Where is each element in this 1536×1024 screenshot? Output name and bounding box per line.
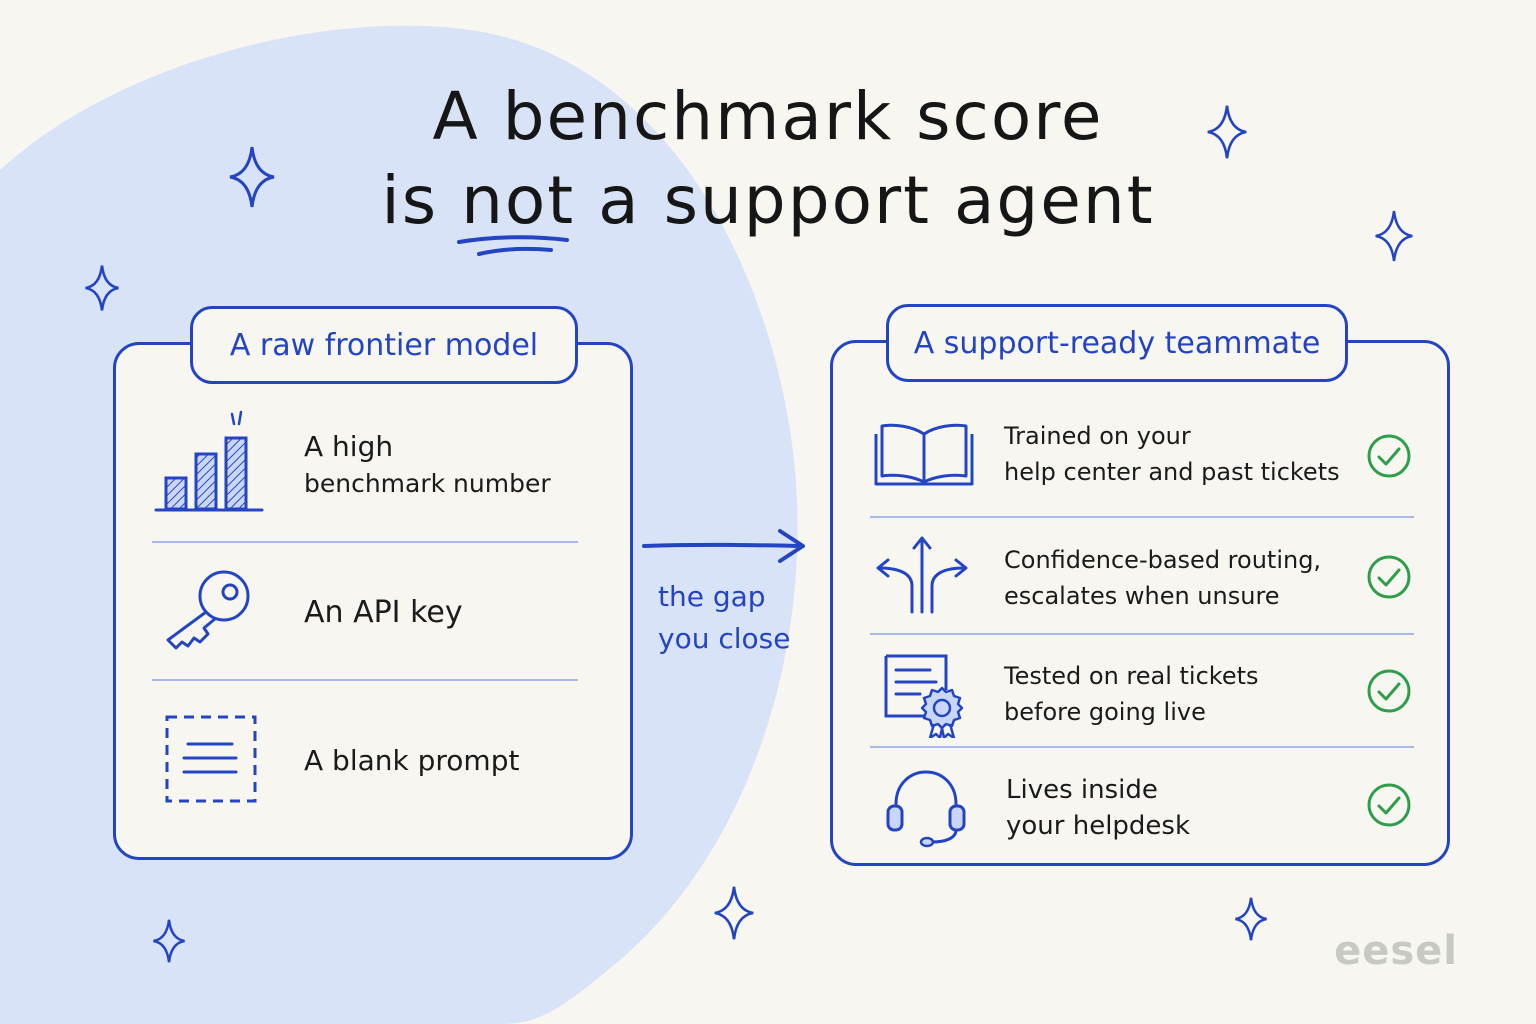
right-divider — [870, 633, 1414, 635]
right-item-1-line-2: help center and past tickets — [1004, 458, 1340, 486]
right-item-2-line-2: escalates when unsure — [1004, 582, 1280, 610]
bar-chart-icon — [154, 410, 264, 512]
left-item-2-text: An API key — [304, 595, 463, 630]
sparkle-icon — [1235, 897, 1267, 941]
check-circle-icon — [1367, 783, 1411, 827]
page-title-line-2: is not a support agent — [0, 162, 1536, 256]
certificate-icon — [884, 654, 964, 738]
sparkle-icon — [1207, 105, 1247, 159]
headset-icon — [886, 770, 966, 848]
left-item-1-line-1: A high — [304, 430, 394, 463]
right-item-3-line-2: before going live — [1004, 698, 1206, 726]
left-divider — [152, 679, 578, 681]
key-icon — [166, 570, 250, 650]
check-circle-icon — [1367, 434, 1411, 478]
sparkle-icon — [714, 886, 754, 940]
right-item-1-line-1: Trained on your — [1004, 422, 1191, 450]
right-item-4-line-2: your helpdesk — [1006, 811, 1191, 841]
right-item-routing: Confidence-based routing, escalates when… — [1004, 542, 1321, 614]
emphasis-underline — [457, 235, 570, 256]
right-item-trained: Trained on your help center and past tic… — [1004, 418, 1340, 490]
right-item-3-line-1: Tested on real tickets — [1004, 662, 1259, 690]
raw-model-panel-header: A raw frontier model — [190, 306, 578, 384]
brand-logo: eesel — [1334, 928, 1458, 974]
page-title-line-1: A benchmark score — [432, 78, 1104, 155]
right-divider — [870, 746, 1414, 748]
right-item-4-line-1: Lives inside — [1006, 775, 1158, 805]
left-item-3-text: A blank prompt — [304, 744, 520, 777]
right-item-helpdesk: Lives inside your helpdesk — [1006, 772, 1190, 844]
left-divider — [152, 541, 578, 543]
blank-prompt-icon — [165, 715, 257, 803]
gap-label: the gap you close — [658, 576, 790, 660]
routing-arrows-icon — [876, 536, 968, 614]
left-item-blank-prompt: A blank prompt — [304, 742, 519, 779]
title-emphasis-text: not — [461, 162, 576, 239]
left-item-1-line-2: benchmark number — [304, 469, 551, 498]
left-item-api-key: An API key — [304, 594, 463, 631]
check-circle-icon — [1367, 555, 1411, 599]
title-word-is: is — [381, 162, 439, 239]
sparkle-icon — [85, 265, 119, 311]
book-icon — [874, 423, 974, 486]
check-circle-icon — [1367, 669, 1411, 713]
gap-label-line-2: you close — [658, 622, 791, 655]
right-item-tested: Tested on real tickets before going live — [1004, 658, 1259, 730]
title-emphasis-not: not — [457, 162, 576, 256]
gap-label-line-1: the gap — [658, 580, 766, 613]
sparkle-icon — [1375, 210, 1413, 262]
sparkle-icon — [229, 146, 275, 208]
title-rest: a support agent — [598, 162, 1155, 239]
right-divider — [870, 516, 1414, 518]
sparkle-icon — [153, 919, 185, 963]
support-teammate-panel-header: A support-ready teammate — [886, 304, 1348, 382]
arrow-right-icon — [642, 529, 805, 563]
left-item-benchmark: A high benchmark number — [304, 428, 551, 502]
right-item-2-line-1: Confidence-based routing, — [1004, 546, 1322, 574]
